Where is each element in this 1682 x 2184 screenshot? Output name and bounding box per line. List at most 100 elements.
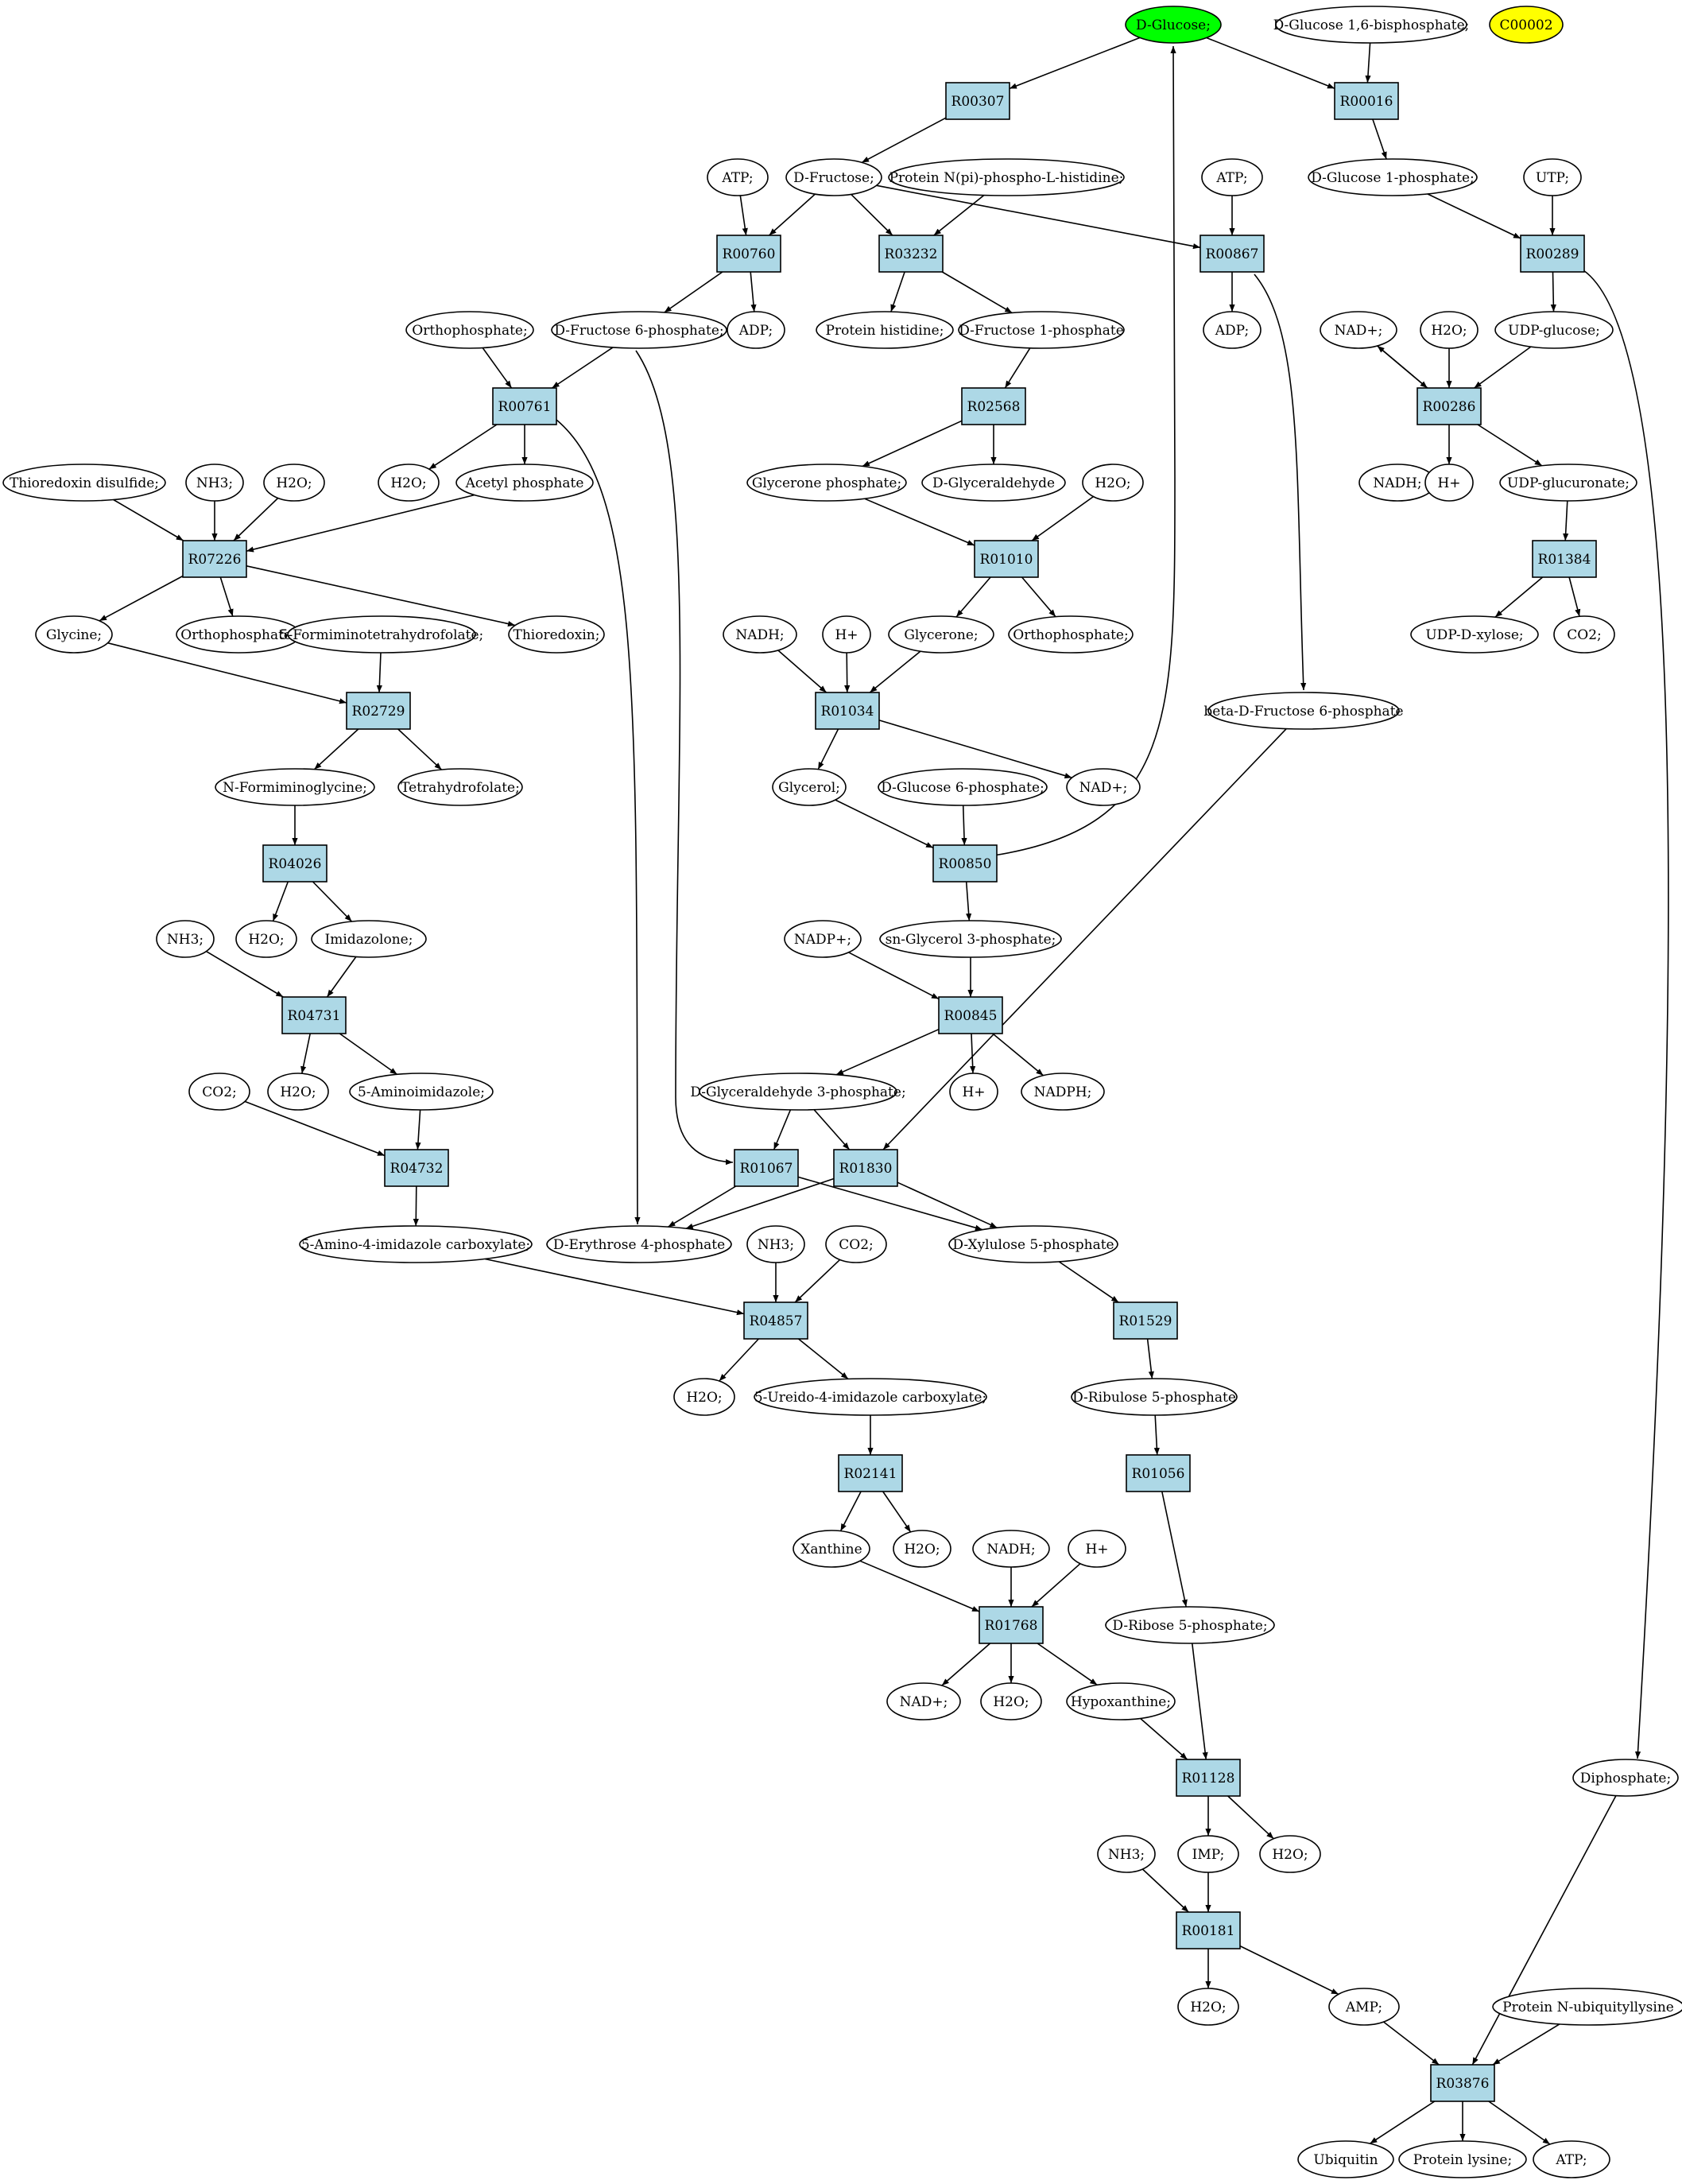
- compound-node-c61[interactable]: D-Xylulose 5-phosphate: [948, 1225, 1118, 1263]
- compound-node-c67[interactable]: NADH;: [972, 1530, 1050, 1568]
- reaction-node-r9[interactable]: R00286: [1417, 387, 1482, 425]
- compound-node-c73[interactable]: Diphosphate;: [1572, 1759, 1679, 1797]
- reaction-node-r26[interactable]: R01768: [979, 1606, 1044, 1644]
- reaction-node-r13[interactable]: R02729: [346, 692, 411, 730]
- compound-node-c2[interactable]: D-Glucose 1,6-bisphosphate;: [1273, 6, 1470, 44]
- compound-node-c66[interactable]: H2O;: [893, 1530, 951, 1568]
- compound-node-c54[interactable]: D-Glyceraldehyde 3-phosphate;: [690, 1073, 906, 1111]
- compound-node-c39[interactable]: CO2;: [1553, 615, 1615, 654]
- reaction-node-r1[interactable]: R00307: [945, 82, 1010, 120]
- compound-node-c62[interactable]: H2O;: [673, 1378, 735, 1416]
- compound-node-c53[interactable]: 5-Aminoimidazole;: [349, 1073, 494, 1111]
- compound-node-c77[interactable]: H2O;: [1177, 1988, 1239, 2026]
- compound-node-c58[interactable]: D-Erythrose 4-phosphate: [546, 1225, 732, 1263]
- compound-node-c69[interactable]: D-Ribose 5-phosphate;: [1105, 1606, 1275, 1644]
- compound-node-c68[interactable]: H+: [1068, 1530, 1126, 1568]
- compound-node-c13[interactable]: Protein histidine;: [816, 311, 954, 349]
- reaction-node-r5[interactable]: R00867: [1199, 235, 1265, 273]
- compound-node-c32[interactable]: 5-Formiminotetrahydrofolate;: [280, 615, 484, 654]
- compound-node-c24[interactable]: Glycerone phosphate;: [746, 464, 907, 502]
- compound-node-c15[interactable]: ADP;: [1203, 311, 1262, 349]
- compound-node-c1[interactable]: D-Glucose;: [1125, 6, 1222, 44]
- compound-node-c80[interactable]: Ubiquitin: [1297, 2140, 1394, 2178]
- reaction-node-r20[interactable]: R01067: [734, 1149, 799, 1187]
- compound-node-c44[interactable]: D-Glucose 6-phosphate;: [878, 768, 1048, 806]
- compound-node-c37[interactable]: Orthophosphate;: [1008, 615, 1134, 654]
- compound-node-c47[interactable]: H2O;: [235, 920, 297, 958]
- compound-node-c34[interactable]: NADH;: [723, 615, 797, 654]
- compound-node-c19[interactable]: Thioredoxin disulfide;: [2, 464, 166, 502]
- reaction-node-r10[interactable]: R07226: [182, 540, 247, 578]
- compound-node-c26[interactable]: H2O;: [1082, 464, 1144, 502]
- compound-node-c82[interactable]: ATP;: [1533, 2140, 1610, 2178]
- compound-node-c74[interactable]: NH3;: [1097, 1835, 1156, 1873]
- reaction-node-r12[interactable]: R01384: [1532, 540, 1597, 578]
- reaction-node-r17[interactable]: R04731: [281, 996, 347, 1034]
- compound-node-c78[interactable]: AMP;: [1328, 1988, 1400, 2026]
- compound-node-c4[interactable]: ATP;: [707, 158, 769, 196]
- compound-node-c49[interactable]: NADP+;: [784, 920, 862, 958]
- compound-node-c27[interactable]: NADH;: [1358, 464, 1436, 502]
- reaction-node-r28[interactable]: R00181: [1176, 1911, 1241, 1949]
- compound-node-c28[interactable]: H+: [1424, 464, 1474, 502]
- compound-node-c12[interactable]: ADP;: [727, 311, 785, 349]
- compound-node-c9[interactable]: UTP;: [1523, 158, 1582, 196]
- reaction-node-r21[interactable]: R01830: [833, 1149, 898, 1187]
- compound-node-c79[interactable]: Protein N-ubiquityllysine: [1492, 1988, 1682, 2026]
- compound-node-c30[interactable]: Glycine;: [35, 615, 113, 654]
- reaction-node-r7[interactable]: R00761: [492, 387, 557, 425]
- reaction-node-r23[interactable]: R01529: [1113, 1301, 1178, 1340]
- compound-node-c36[interactable]: Glycerone;: [888, 615, 994, 654]
- compound-node-c48[interactable]: Imidazolone;: [311, 920, 427, 958]
- compound-node-c25[interactable]: D-Glyceraldehyde: [921, 464, 1066, 502]
- compound-node-c63[interactable]: 5-Ureido-4-imidazole carboxylate;: [754, 1378, 987, 1416]
- compound-node-c50[interactable]: sn-Glycerol 3-phosphate;: [879, 920, 1062, 958]
- compound-node-c46[interactable]: NH3;: [156, 920, 215, 958]
- compound-node-c20[interactable]: NH3;: [185, 464, 244, 502]
- compound-node-c76[interactable]: H2O;: [1259, 1835, 1321, 1873]
- compound-node-c5[interactable]: D-Fructose;: [785, 158, 882, 196]
- compound-node-c64[interactable]: D-Ribulose 5-phosphate: [1071, 1378, 1238, 1416]
- compound-node-c29[interactable]: UDP-glucuronate;: [1499, 464, 1637, 502]
- compound-node-c38[interactable]: UDP-D-xylose;: [1410, 615, 1539, 654]
- compound-node-c31[interactable]: Orthophosphate;: [176, 615, 301, 654]
- compound-node-c59[interactable]: NH3;: [746, 1225, 805, 1263]
- compound-node-c81[interactable]: Protein lysine;: [1398, 2140, 1527, 2178]
- reaction-node-r29[interactable]: R03876: [1430, 2064, 1495, 2102]
- compound-node-c17[interactable]: H2O;: [1420, 311, 1479, 349]
- compound-node-c11[interactable]: D-Fructose 6-phosphate;: [551, 311, 727, 349]
- reaction-node-r14[interactable]: R01034: [815, 692, 880, 730]
- compound-node-c22[interactable]: H2O;: [378, 464, 440, 502]
- reaction-node-r3[interactable]: R00760: [716, 235, 781, 273]
- compound-node-c72[interactable]: Hypoxanthine;: [1066, 1682, 1176, 1720]
- compound-node-c45[interactable]: NAD+;: [1066, 768, 1141, 806]
- reaction-node-r2[interactable]: R00016: [1334, 82, 1399, 120]
- compound-node-c6[interactable]: Protein N(pi)-phospho-L-histidine;: [888, 158, 1125, 196]
- reaction-node-r24[interactable]: R02141: [838, 1454, 903, 1492]
- compound-node-c65[interactable]: Xanthine: [793, 1530, 870, 1568]
- compound-node-c14[interactable]: D-Fructose 1-phosphate: [958, 311, 1125, 349]
- compound-node-c43[interactable]: Glycerol;: [772, 768, 847, 806]
- compound-node-c75[interactable]: IMP;: [1177, 1835, 1239, 1873]
- reaction-node-r8[interactable]: R02568: [961, 387, 1026, 425]
- reaction-node-r18[interactable]: R00845: [938, 996, 1003, 1034]
- reaction-node-r4[interactable]: R03232: [878, 235, 944, 273]
- compound-node-c7[interactable]: ATP;: [1201, 158, 1263, 196]
- compound-node-c71[interactable]: H2O;: [980, 1682, 1042, 1720]
- reaction-node-r22[interactable]: R04857: [743, 1301, 808, 1340]
- reaction-node-r27[interactable]: R01128: [1176, 1759, 1241, 1797]
- compound-node-c41[interactable]: N-Formiminoglycine;: [215, 768, 375, 806]
- compound-node-c3[interactable]: C00002: [1489, 6, 1564, 44]
- compound-node-c57[interactable]: 5-Amino-4-imidazole carboxylate;: [299, 1225, 533, 1263]
- compound-node-c35[interactable]: H+: [822, 615, 871, 654]
- compound-node-c10[interactable]: Orthophosphate;: [405, 311, 534, 349]
- compound-node-c70[interactable]: NAD+;: [886, 1682, 961, 1720]
- reaction-node-r15[interactable]: R04026: [262, 844, 327, 883]
- compound-node-c52[interactable]: H2O;: [267, 1073, 329, 1111]
- compound-node-c42[interactable]: Tetrahydrofolate;: [397, 768, 523, 806]
- reaction-node-r19[interactable]: R04732: [384, 1149, 449, 1187]
- compound-node-c55[interactable]: H+: [949, 1073, 998, 1111]
- reaction-node-r16[interactable]: R00850: [932, 844, 998, 883]
- reaction-node-r11[interactable]: R01010: [974, 540, 1039, 578]
- compound-node-c56[interactable]: NADPH;: [1021, 1073, 1105, 1111]
